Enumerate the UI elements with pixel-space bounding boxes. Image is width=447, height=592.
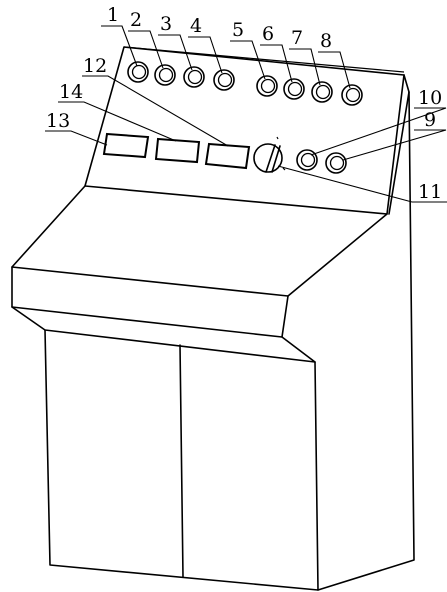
label-6: 6 — [262, 23, 274, 45]
cabinet-body — [11, 46, 415, 591]
meter-14 — [154, 137, 201, 164]
label-1: 1 — [107, 4, 119, 26]
leader-13 — [45, 130, 108, 146]
label-9: 9 — [424, 109, 436, 131]
knob-9[interactable] — [325, 152, 347, 174]
meter-row — [102, 132, 251, 170]
knob-1[interactable] — [127, 61, 149, 83]
top-edge-line — [123, 46, 405, 73]
desk-surface — [11, 185, 388, 297]
label-11: 11 — [418, 181, 442, 203]
label-14: 14 — [59, 81, 83, 103]
leader-12 — [82, 75, 229, 147]
knob-10[interactable] — [296, 149, 318, 171]
knob-4[interactable] — [213, 69, 235, 91]
right-side-wall — [317, 91, 415, 591]
label-3: 3 — [160, 13, 172, 35]
label-4: 4 — [190, 15, 202, 37]
meter-12 — [204, 142, 251, 170]
label-10: 10 — [418, 87, 442, 109]
leader-7 — [289, 48, 321, 86]
leader-6 — [260, 44, 293, 83]
leader-1 — [101, 25, 138, 67]
knob-5[interactable] — [256, 75, 278, 97]
knob-2[interactable] — [154, 64, 176, 86]
label-12: 12 — [83, 55, 107, 77]
lower-cabinet-front — [44, 329, 319, 591]
desk-lower-band — [11, 306, 316, 363]
door-divider — [179, 344, 184, 578]
selector-switch-11[interactable] — [253, 136, 286, 173]
leader-8 — [318, 51, 351, 89]
leader-4 — [188, 36, 223, 74]
label-8: 8 — [320, 30, 332, 52]
leader-3 — [158, 34, 193, 71]
leader-5 — [230, 40, 266, 80]
label-2: 2 — [130, 9, 142, 31]
knob-6[interactable] — [283, 78, 305, 100]
desk-front-edge — [11, 266, 289, 338]
knob-7[interactable] — [311, 81, 333, 103]
label-13: 13 — [46, 110, 70, 132]
leader-14 — [58, 101, 177, 142]
label-5: 5 — [232, 19, 244, 41]
meter-13 — [102, 132, 150, 159]
knob-8[interactable] — [341, 84, 363, 106]
leader-11 — [277, 165, 447, 203]
number-labels: 1 2 3 4 5 6 7 8 12 14 13 10 9 11 — [46, 4, 442, 203]
label-7: 7 — [291, 27, 303, 49]
knob-3[interactable] — [183, 66, 205, 88]
top-right-side — [388, 74, 410, 215]
leader-lines — [45, 25, 447, 203]
leader-2 — [128, 30, 164, 69]
leader-9 — [342, 129, 447, 161]
leader-10 — [310, 107, 447, 156]
top-knob-row — [127, 61, 363, 106]
